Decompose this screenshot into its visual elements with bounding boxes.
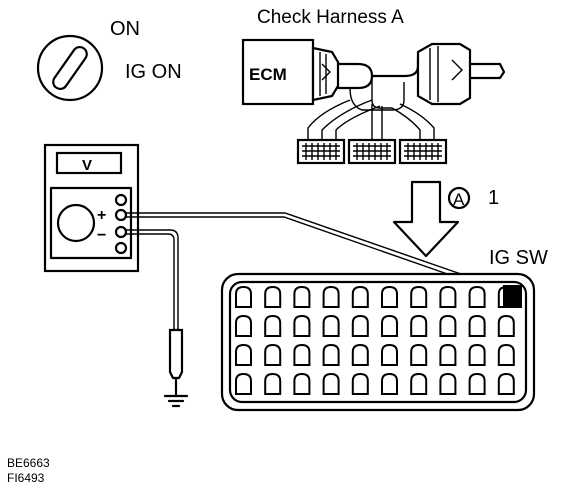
connector-pin [322,343,340,366]
connector-pin [497,372,515,395]
connector-pin [264,372,282,395]
down-arrow-icon [392,180,460,258]
voltmeter-display-label: V [82,157,92,174]
connector-pin [293,285,311,308]
check-harness: ECM [241,38,506,165]
connector-pin [351,314,369,337]
connector-pin [468,372,486,395]
connector-pin [322,372,340,395]
connector-pin [497,314,515,337]
ig-sw-connector [220,272,536,412]
connector-pin [322,285,340,308]
connector-pin [351,372,369,395]
ignition-on-label: ON [110,18,140,40]
connector-pin [410,372,428,395]
connector-pin [468,285,486,308]
voltmeter-dial-icon [56,203,96,243]
connector-pin [439,285,457,308]
ecm-box [241,38,315,106]
connector-pin [264,314,282,337]
figure-code-2: FI6493 [7,471,45,485]
connector-pin [293,343,311,366]
connector-pin [410,314,428,337]
connector-pin [293,314,311,337]
voltmeter-minus-label: − [97,227,106,244]
connector-pins [235,285,515,395]
ignition-switch-icon [36,34,104,102]
terminal-number-label: 1 [488,187,499,209]
connector-pin [468,343,486,366]
connector-pin [264,285,282,308]
connector-pin [235,372,252,395]
connector-pin [410,285,428,308]
voltmeter-minus-terminal [114,225,128,239]
connector-pin [235,343,252,366]
ground-probe-icon [163,328,189,408]
connector-pin [439,372,457,395]
connector-pin [235,314,252,337]
voltmeter-plus-terminal [114,208,128,222]
connector-pin [381,314,398,337]
voltmeter: V + − [43,143,140,273]
voltmeter-display [55,151,123,175]
figure-code-1: BE6663 [7,456,50,470]
connector-pin [235,285,252,308]
connector-name-label: IG SW [489,247,548,269]
connector-pin [497,343,515,366]
connector-pin [351,343,369,366]
ignition-ig-on-label: IG ON [125,61,182,83]
connector-circle-label: A [453,190,465,209]
voltmeter-plus-label: + [97,207,106,224]
connector-pin [410,343,428,366]
connector-pin [468,314,486,337]
negative-probe-wire [126,229,179,330]
terminal-1-highlight [503,285,522,308]
circled-a-marker [447,186,471,210]
harness-title: Check Harness A [257,7,404,28]
connector-pin [381,372,398,395]
connector-pin [381,285,398,308]
connector-pin [439,314,457,337]
connector-pin [439,343,457,366]
connector-pin [351,285,369,308]
connector-pin [322,314,340,337]
connector-pin [381,343,398,366]
connector-pin [264,343,282,366]
connector-pin [293,372,311,395]
ecm-label: ECM [249,65,287,84]
